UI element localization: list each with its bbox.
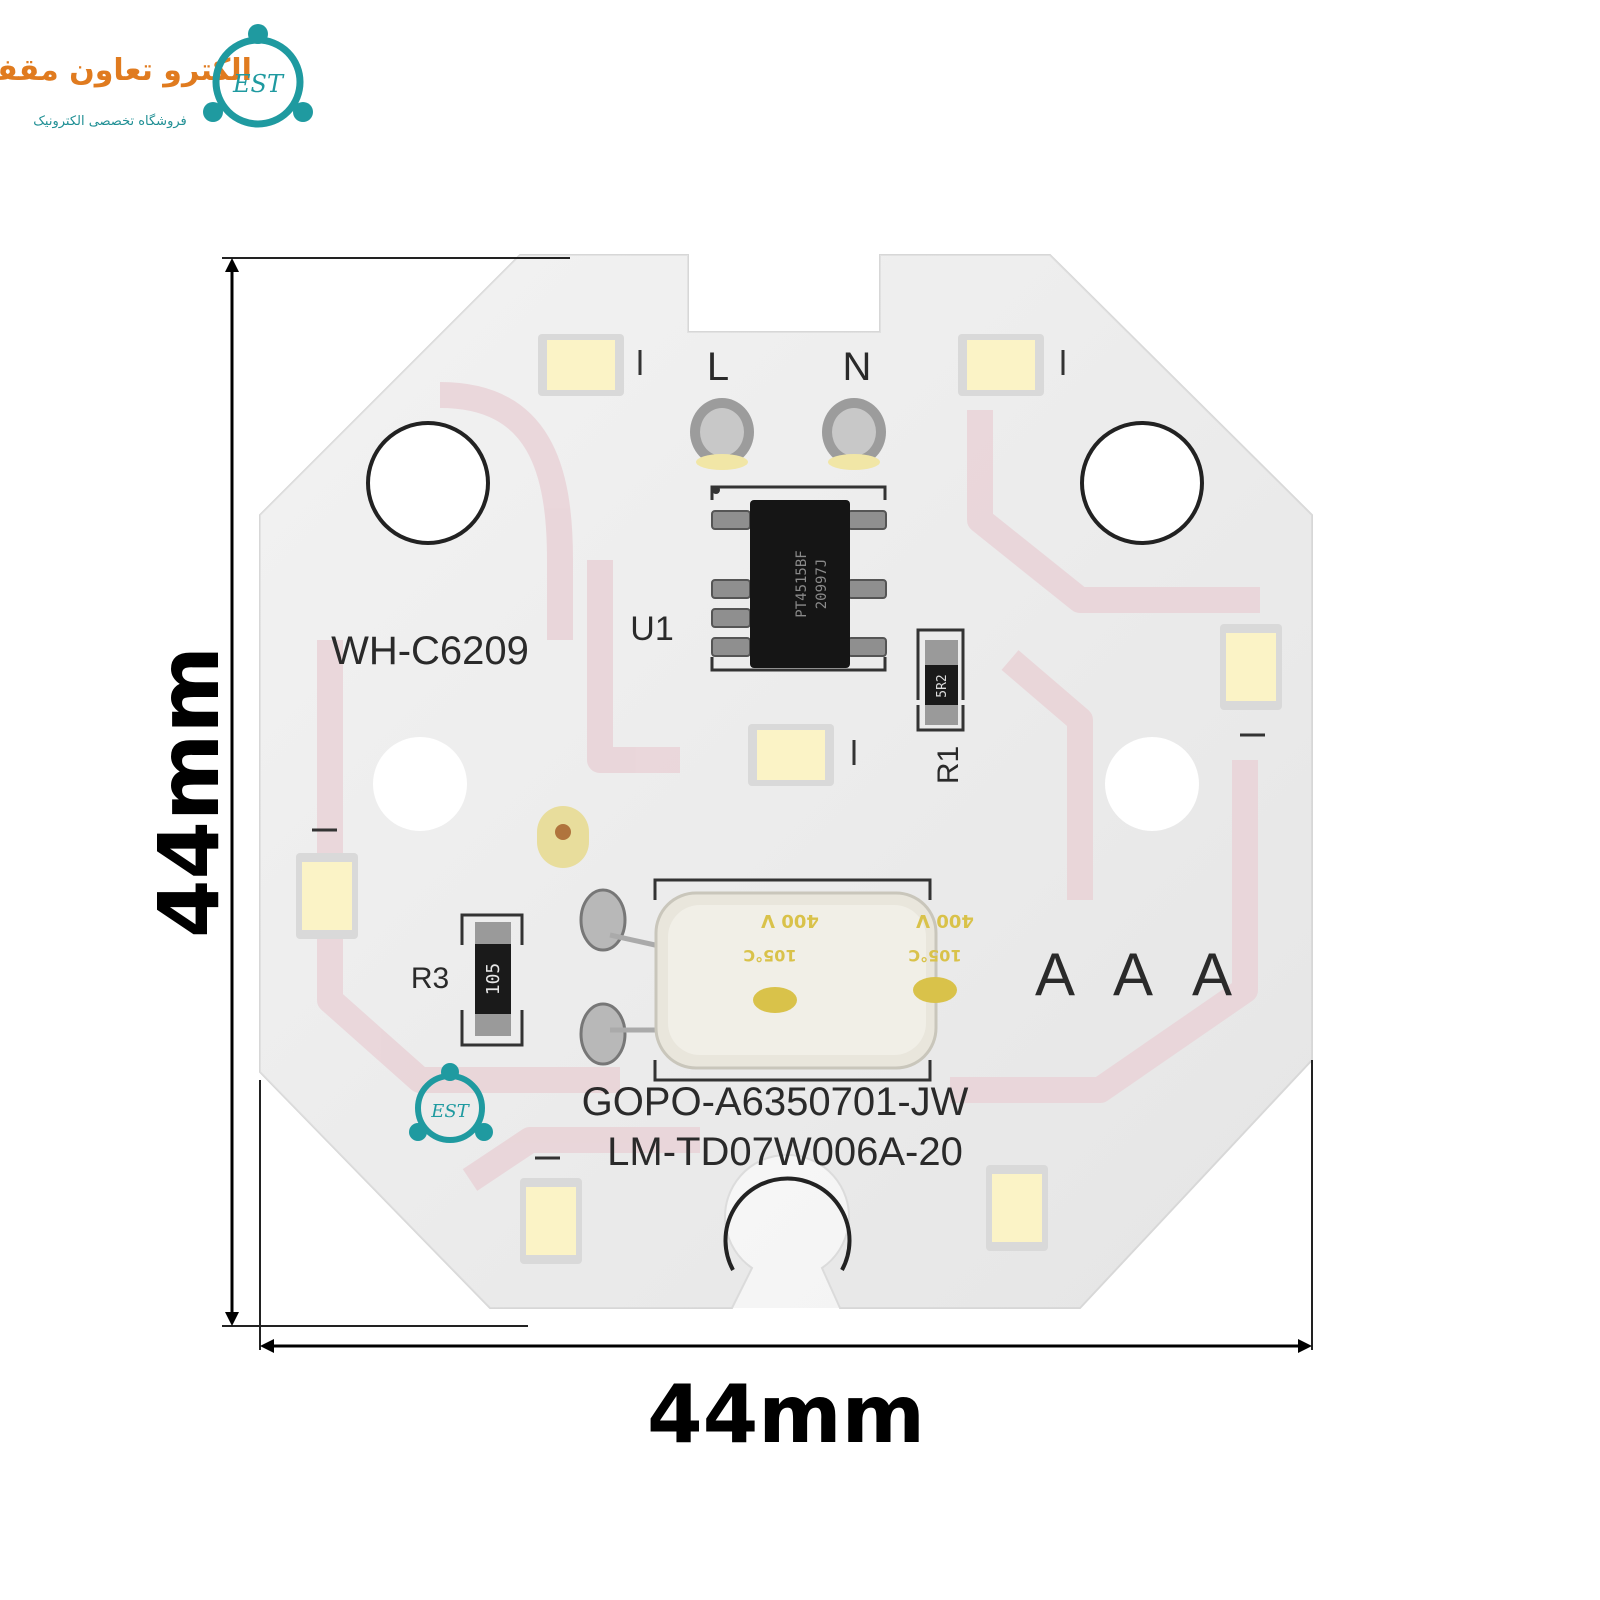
vent-hole-right	[1105, 737, 1199, 831]
vent-hole-left	[373, 737, 467, 831]
marker-a: A	[1113, 941, 1153, 1008]
resistor-r3: 105	[460, 913, 524, 1047]
svg-text:EST: EST	[430, 1101, 470, 1122]
led-array	[296, 334, 1282, 1264]
r1-code: 5R2	[935, 674, 950, 697]
r1-ref-label: R1	[932, 746, 965, 784]
r3-code: 105	[483, 963, 504, 996]
dimension-width: 44mm	[259, 1060, 1313, 1461]
capacitor-temp: 105°C	[908, 946, 961, 965]
logo-mark: EST	[232, 70, 285, 98]
watermark-logo: EST	[409, 1063, 493, 1143]
store-logo: الکترو تعاون مقفرت فروشگاه تخصصی الکترون…	[0, 24, 313, 129]
electrolytic-capacitor: 400 V 400 V 105°C 105°C	[579, 878, 974, 1082]
mount-hole-top-right	[1080, 421, 1204, 545]
terminal-l-label: L	[707, 345, 729, 389]
led	[296, 828, 358, 939]
led	[1220, 624, 1282, 737]
ic-ref-label: U1	[630, 610, 673, 648]
led	[958, 334, 1065, 396]
led-board: L N PT4515BF 20997J U1	[259, 254, 1313, 1309]
solder-pad-l	[690, 398, 754, 470]
logo-emblem: EST	[203, 24, 313, 128]
ic-marking-1: PT4515BF	[794, 550, 810, 617]
mount-hole-top-left	[366, 421, 490, 545]
marker-a: A	[1035, 941, 1075, 1008]
bottom-slot-outline	[723, 1176, 852, 1271]
led	[538, 334, 642, 396]
copper-traces	[317, 382, 1260, 1191]
driver-ic-u1: PT4515BF 20997J	[710, 485, 887, 672]
logo-brand-name: الکترو تعاون مقفرت	[0, 53, 252, 88]
capacitor-voltage: 400 V	[761, 910, 819, 931]
height-label: 44mm	[140, 646, 238, 938]
part-number-2: LM-TD07W006A-20	[607, 1130, 963, 1174]
resistor-r1: 5R2	[916, 628, 965, 732]
dimension-height: 44mm	[140, 257, 570, 1327]
part-number-1: GOPO-A6350701-JW	[582, 1080, 969, 1124]
solder-pad-n	[822, 398, 886, 470]
ic-marking-2: 20997J	[814, 559, 830, 610]
capacitor-temp: 105°C	[743, 946, 796, 965]
marker-a: A	[1192, 941, 1232, 1008]
width-label: 44mm	[647, 1368, 925, 1461]
terminal-n-label: N	[843, 345, 872, 389]
model-label: WH-C6209	[331, 629, 529, 673]
capacitor-voltage: 400 V	[916, 910, 974, 931]
led	[748, 724, 856, 786]
led	[520, 1156, 582, 1264]
led	[986, 1165, 1048, 1251]
r3-ref-label: R3	[411, 962, 449, 995]
capacitor-print: 400 V 400 V 105°C 105°C	[743, 910, 974, 1013]
logo-tagline: فروشگاه تخصصی الکترونیک	[33, 113, 186, 129]
capacitor-leads	[579, 888, 656, 1066]
test-pad	[537, 806, 589, 868]
